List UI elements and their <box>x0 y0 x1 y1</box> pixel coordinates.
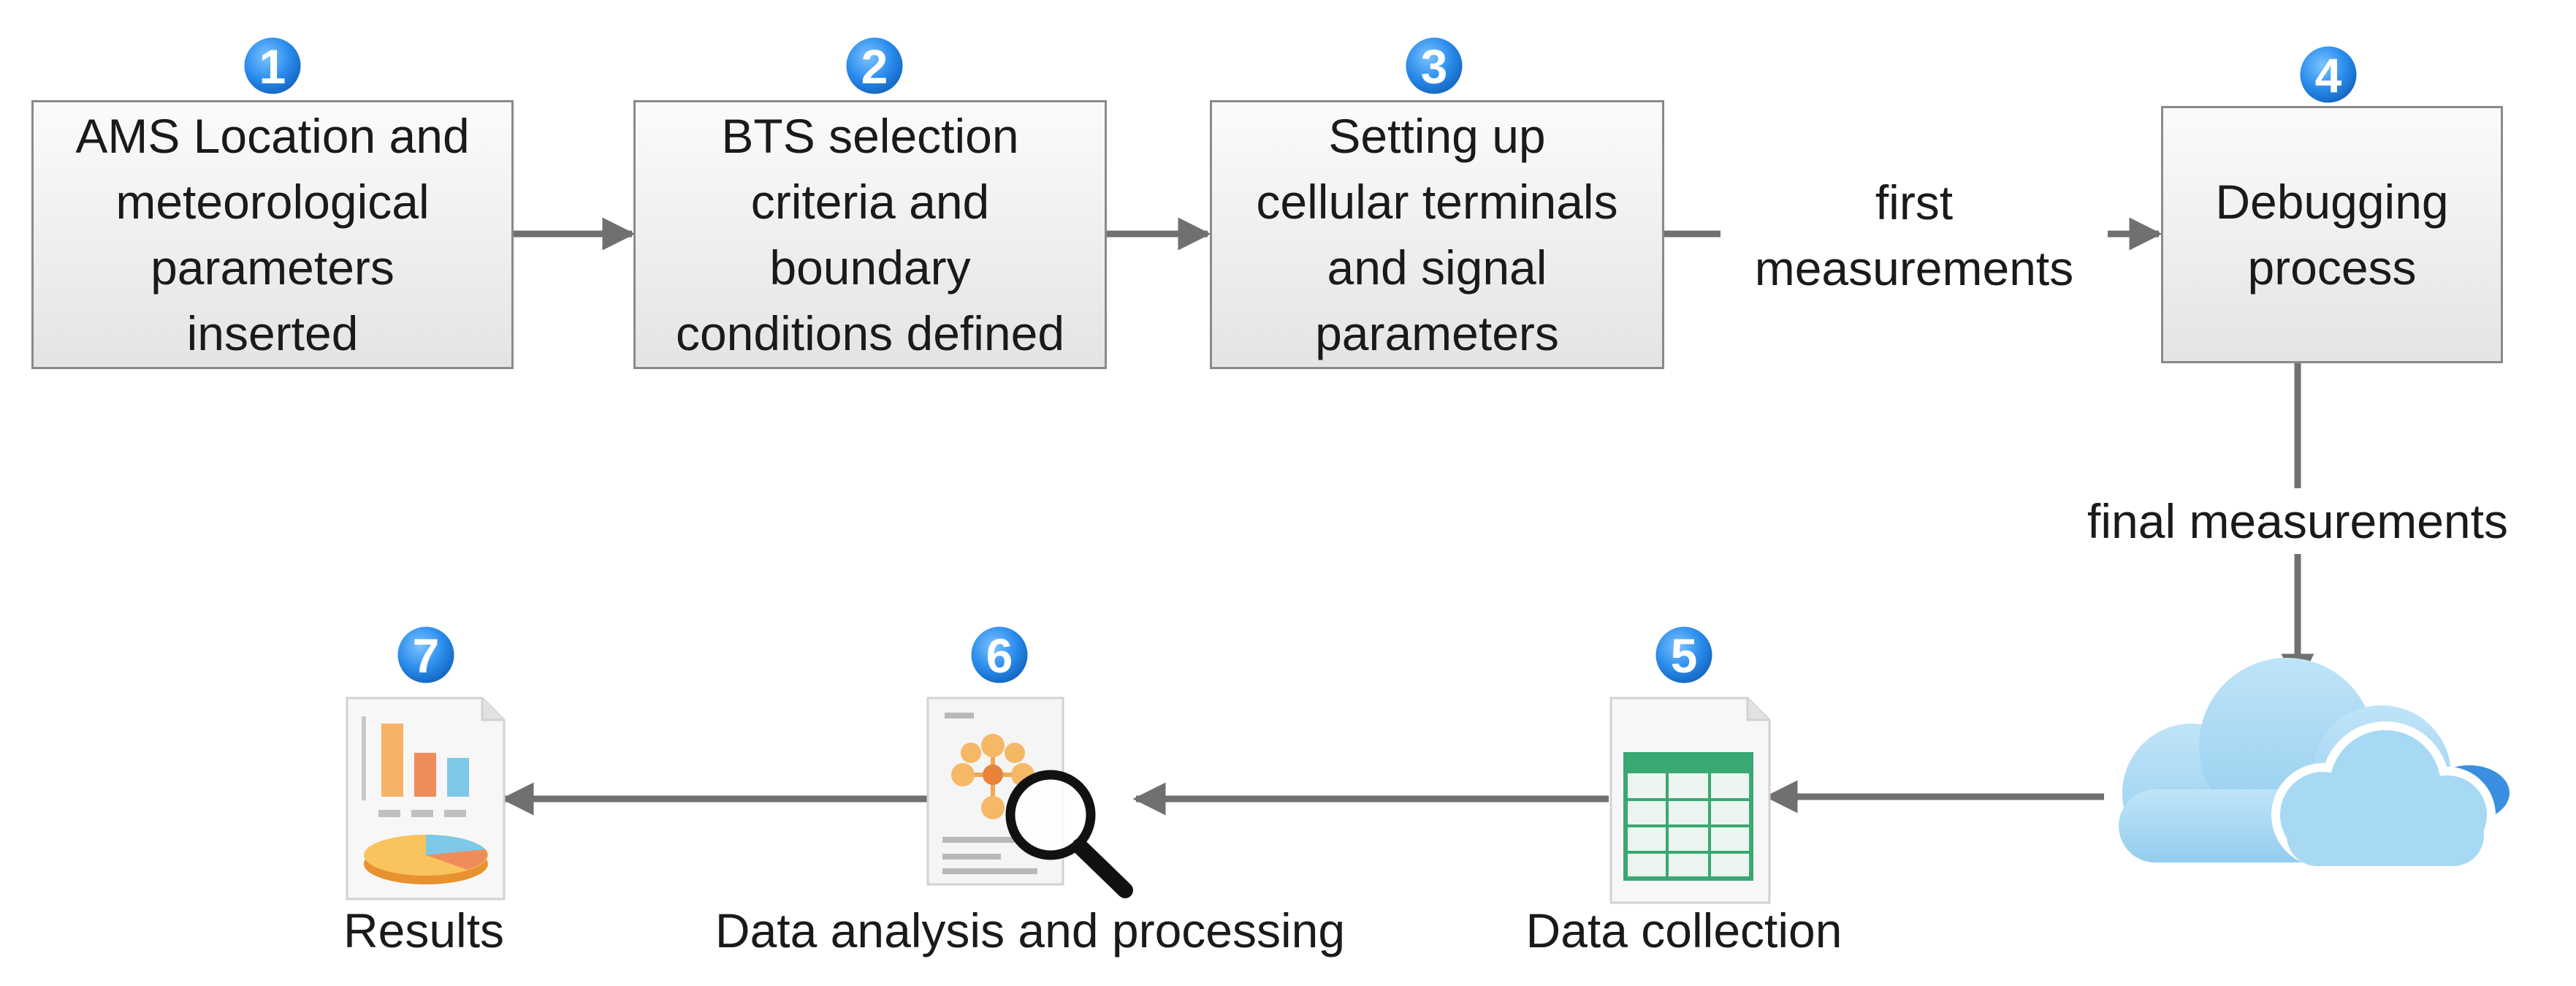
badge-2: 2 <box>842 34 907 98</box>
step4-box: Debugging process <box>2161 106 2503 363</box>
svg-text:4: 4 <box>2315 48 2342 102</box>
svg-text:2: 2 <box>861 39 888 94</box>
edge-label-final-measurements: final measurements <box>2046 488 2550 554</box>
edge-label-first-measurements: first measurements <box>1720 170 2108 301</box>
badge-3: 3 <box>1402 34 1466 98</box>
svg-text:7: 7 <box>413 629 440 683</box>
step3-box: Setting up cellular terminals and signal… <box>1210 100 1664 369</box>
cloud-icon <box>2119 658 2510 867</box>
badge-6: 6 <box>967 623 1032 687</box>
step7-label: Results <box>343 903 505 957</box>
magnifier-document-icon <box>926 697 1133 898</box>
step1-box: AMS Location and meteorological paramete… <box>31 100 514 369</box>
badge-4: 4 <box>2296 42 2360 107</box>
svg-text:1: 1 <box>259 39 286 94</box>
svg-text:5: 5 <box>1671 629 1698 683</box>
step2-box: BTS selection criteria and boundary cond… <box>633 100 1107 369</box>
badge-7: 7 <box>394 623 458 687</box>
step5-label: Data collection <box>1525 903 1843 957</box>
badge-5: 5 <box>1652 623 1716 687</box>
svg-text:3: 3 <box>1421 39 1448 94</box>
badge-1: 1 <box>240 34 305 98</box>
svg-text:6: 6 <box>986 629 1013 683</box>
spreadsheet-icon <box>1609 697 1771 904</box>
step6-label: Data analysis and processing <box>715 903 1346 957</box>
chart-report-icon <box>346 697 506 900</box>
